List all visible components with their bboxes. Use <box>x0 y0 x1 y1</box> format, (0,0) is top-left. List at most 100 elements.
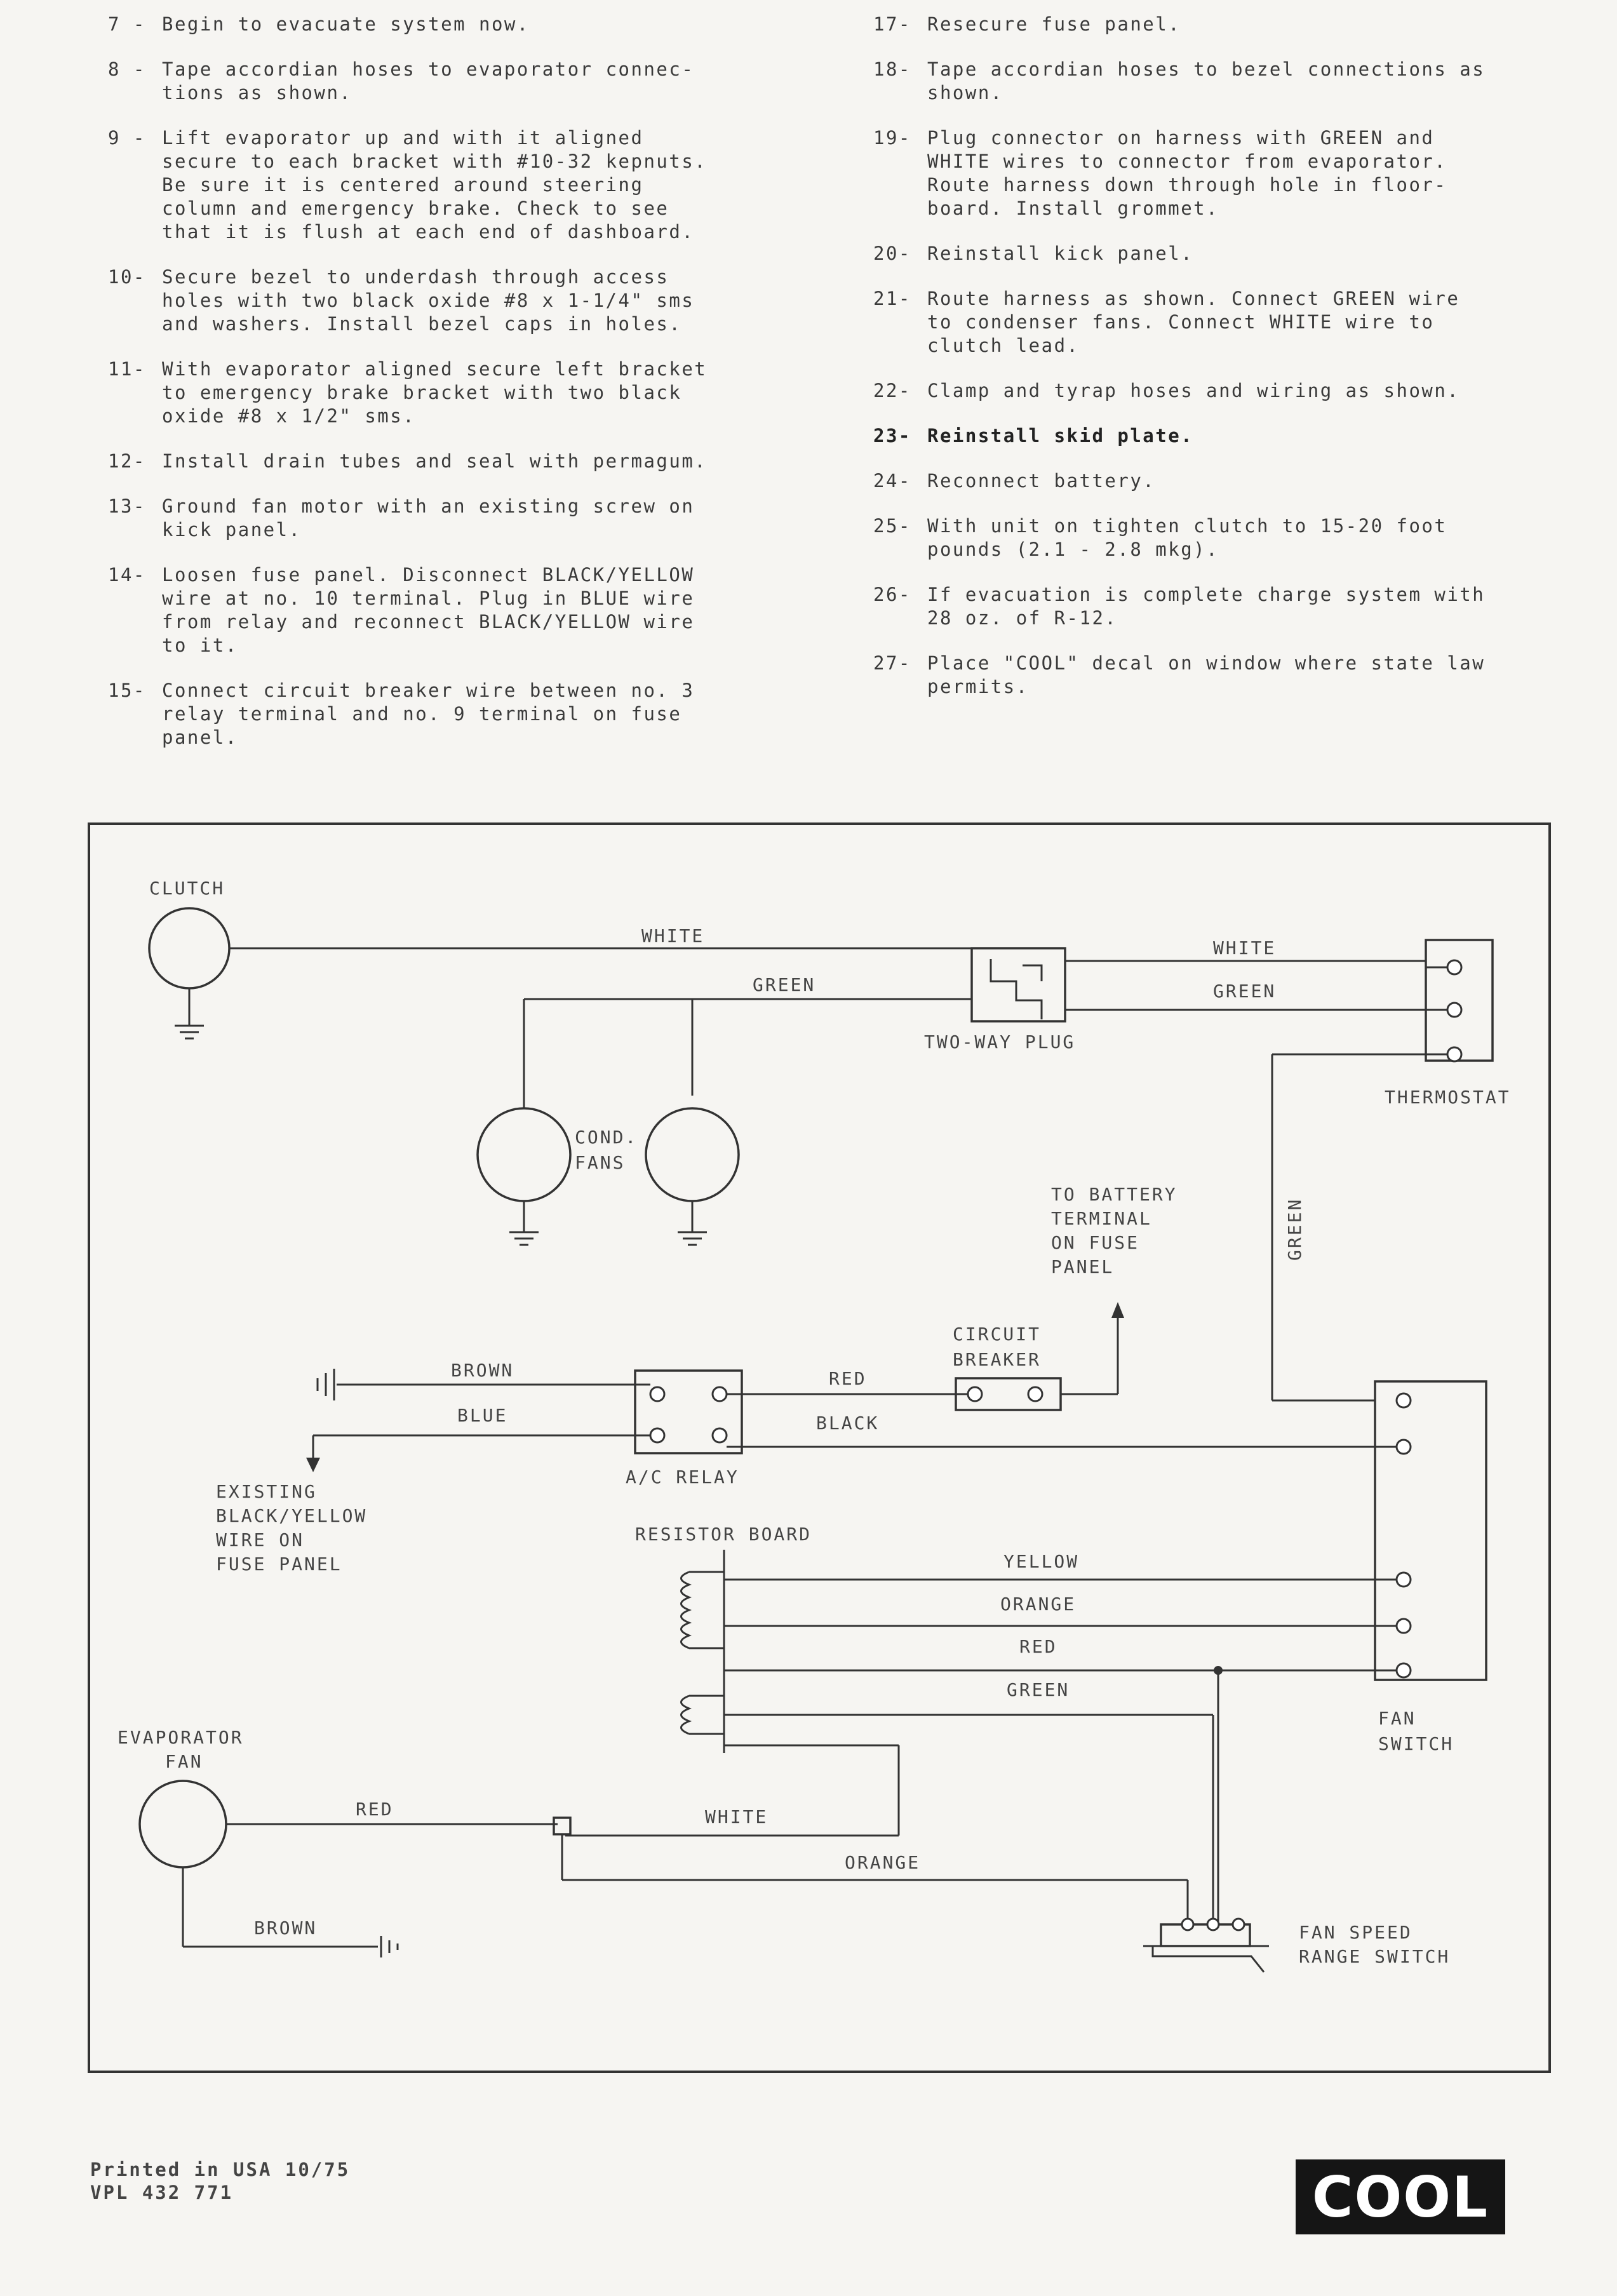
step-number: 8 - <box>108 58 146 80</box>
two-way-plug <box>970 947 1066 1023</box>
step-number: 10- <box>108 266 146 288</box>
step-text: Reinstall kick panel. <box>927 243 1194 264</box>
ac-relay <box>634 1369 743 1454</box>
step-text: Resecure fuse panel. <box>927 13 1181 35</box>
evaporator-fan <box>138 1780 227 1869</box>
condenser-fan-2 <box>645 1107 740 1202</box>
two-way-plug-label: TWO-WAY PLUG <box>924 1031 1075 1052</box>
step-text: Secure bezel to underdash through access… <box>162 266 695 335</box>
fan-ground-icon <box>509 1231 707 1246</box>
wire-label-brown: BROWN <box>451 1360 514 1381</box>
wire-label-brown-2: BROWN <box>254 1917 317 1938</box>
battery-label-4: PANEL <box>1051 1256 1114 1277</box>
wire-label-white: WHITE <box>641 925 704 946</box>
instruction-step: 24-Reconnect battery. <box>873 469 1585 493</box>
clutch-label: CLUTCH <box>149 878 225 899</box>
thermostat <box>1425 939 1494 1062</box>
instructions-right-column: 17- Resecure fuse panel. 18- Tape accordian… <box>873 13 1585 720</box>
instruction-step: 25- With unit on tighten clutch to 15-20 … <box>873 514 1585 561</box>
existing-wire-label-2: BLACK/YELLOW <box>216 1505 367 1526</box>
step-text: Plug connector on harness with GREEN and… <box>927 127 1447 219</box>
existing-wire-label-3: WIRE ON <box>216 1529 304 1550</box>
step-text: Place "COOL" decal on window where state… <box>927 652 1486 697</box>
step-text: Begin to evacuate system now. <box>162 13 530 35</box>
step-number: 13- <box>108 495 146 517</box>
step-number: 26- <box>873 584 911 605</box>
evap-connector <box>553 1816 572 1836</box>
ac-relay-label: A/C RELAY <box>626 1467 739 1487</box>
step-number: 15- <box>108 680 146 701</box>
step-number: 21- <box>873 288 911 309</box>
existing-wire-label-4: FUSE PANEL <box>216 1554 342 1574</box>
resistor-board-label: RESISTOR BOARD <box>635 1524 812 1545</box>
instruction-step: 18- Tape accordian hoses to bezel connect… <box>873 58 1585 105</box>
instruction-step: 22- Clamp and tyrap hoses and wiring as s… <box>873 379 1585 403</box>
wire-label-green: GREEN <box>753 974 815 995</box>
diagram-frame <box>88 822 1551 2073</box>
step-text: If evacuation is complete charge system … <box>927 584 1486 629</box>
step-text: Loosen fuse panel. Disconnect BLACK/YELL… <box>162 564 695 656</box>
step-number: 12- <box>108 450 146 472</box>
cool-logo: COOL <box>1296 2159 1505 2234</box>
relay-ground-icon <box>316 1369 335 1400</box>
evap-ground-icon <box>380 1936 399 1957</box>
wire-label-red-3: RED <box>356 1799 394 1820</box>
instruction-step: 15-Connect circuit breaker wire between … <box>108 679 807 749</box>
evaporator-fan-label-1: EVAPORATOR <box>117 1727 244 1748</box>
wire-label-yellow: YELLOW <box>1003 1551 1079 1572</box>
evaporator-fan-label-2: FAN <box>165 1751 203 1772</box>
clutch-ground-icon <box>175 1024 204 1040</box>
step-number: 19- <box>873 127 911 149</box>
step-number: 27- <box>873 652 911 674</box>
instruction-step: 11-With evaporator aligned secure left b… <box>108 358 807 428</box>
step-text: Tape accordian hoses to bezel connection… <box>927 58 1486 104</box>
step-number: 22- <box>873 380 911 401</box>
fan-speed-label-2: RANGE SWITCH <box>1299 1946 1450 1967</box>
step-number: 23- <box>873 425 911 446</box>
step-text: Reconnect battery. <box>927 470 1156 492</box>
wire-label-white-3: WHITE <box>705 1806 768 1827</box>
wire-label-orange: ORANGE <box>1000 1594 1076 1615</box>
battery-arrow-icon <box>1111 1302 1124 1318</box>
step-number: 17- <box>873 13 911 35</box>
battery-label-2: TERMINAL <box>1051 1208 1152 1229</box>
blue-wire-arrow-icon <box>306 1458 320 1472</box>
fan-speed-range-switch <box>1143 1917 1269 1973</box>
step-text: Route harness as shown. Connect GREEN wi… <box>927 288 1460 356</box>
instruction-step: 8 - Tape accordian hoses to evaporator co… <box>108 58 807 105</box>
circuit-breaker-label-1: CIRCUIT <box>953 1324 1041 1345</box>
wire-label-green-vertical: GREEN <box>1284 1198 1305 1261</box>
step-number: 9 - <box>108 127 146 149</box>
instructions-left-column: 7 - Begin to evacuate system now. 8 - Tape … <box>108 13 807 771</box>
step-number: 18- <box>873 58 911 80</box>
instruction-step: 9 - Lift evaporator up and with it aligne… <box>108 126 807 244</box>
wire-label-green-3: GREEN <box>1007 1679 1070 1700</box>
step-number: 7 - <box>108 13 146 35</box>
existing-wire-label-1: EXISTING <box>216 1481 317 1502</box>
wire-label-orange-2: ORANGE <box>845 1852 920 1873</box>
wire-label-blue: BLUE <box>457 1405 507 1426</box>
resistor-coil-icon <box>680 1571 724 1735</box>
step-text: Tape accordian hoses to evaporator conne… <box>162 58 695 104</box>
step-text: With evaporator aligned secure left brac… <box>162 358 708 427</box>
instruction-step: 13- Ground fan motor with an existing scr… <box>108 495 807 542</box>
instruction-step: 19- Plug connector on harness with GREEN … <box>873 126 1585 220</box>
wire-label-red-2: RED <box>1019 1636 1057 1657</box>
instruction-step: 20-Reinstall kick panel. <box>873 242 1585 265</box>
step-text: Ground fan motor with an existing screw … <box>162 495 695 540</box>
wire-label-red: RED <box>829 1368 867 1389</box>
print-footer: Printed in USA 10/75 VPL 432 771 <box>90 2158 350 2204</box>
step-text: Clamp and tyrap hoses and wiring as show… <box>927 380 1460 401</box>
circuit-breaker-label-2: BREAKER <box>953 1349 1041 1370</box>
step-text: Lift evaporator up and with it aligned s… <box>162 127 708 243</box>
footer-code: VPL 432 771 <box>90 2182 234 2203</box>
wire-label-black: BLACK <box>816 1413 879 1433</box>
fan-switch-label-1: FAN <box>1378 1708 1416 1729</box>
clutch-circle <box>148 907 231 990</box>
instruction-step: 10- Secure bezel to underdash through acc… <box>108 265 807 336</box>
footer-printed: Printed in USA 10/75 <box>90 2159 351 2180</box>
step-number: 25- <box>873 515 911 537</box>
instruction-step: 23-Reinstall skid plate. <box>873 424 1585 448</box>
condenser-fan-1 <box>476 1107 572 1202</box>
step-text: With unit on tighten clutch to 15-20 foo… <box>927 515 1447 560</box>
